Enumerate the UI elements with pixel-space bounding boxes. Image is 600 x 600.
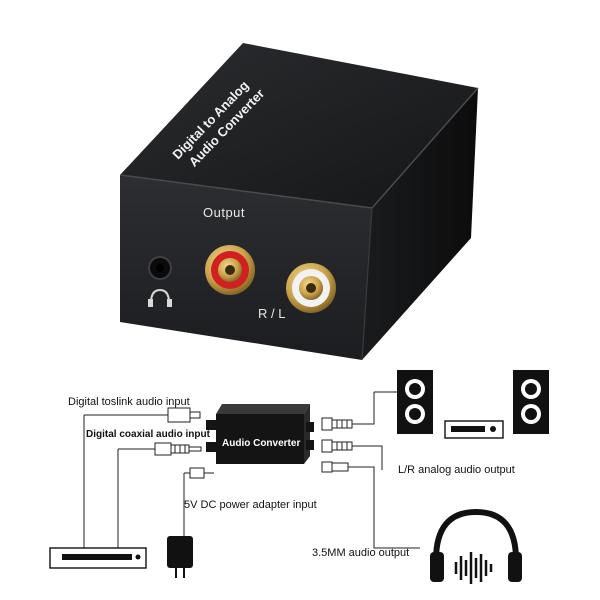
converter-box: Digital to Analog Audio Converter Output <box>119 43 479 361</box>
power-plug <box>184 467 214 479</box>
box-side-face <box>362 88 478 360</box>
coaxial-plug <box>154 442 202 456</box>
toslink-label: Digital toslink audio input <box>68 396 190 408</box>
rca-plug-upper <box>321 417 358 431</box>
speaker-icon-right <box>513 370 549 434</box>
amplifier-icon <box>444 420 504 439</box>
speaker-icon-left <box>397 370 433 434</box>
headphones-icon <box>430 508 522 584</box>
box-top-face <box>120 43 478 208</box>
coaxial-label: Digital coaxial audio input <box>86 429 211 440</box>
power-adapter-icon <box>167 536 193 578</box>
power-label: 5V DC power adapter input <box>184 499 317 511</box>
diagram-device-label: Audio Converter <box>222 438 300 449</box>
dvd-player-icon <box>49 547 147 569</box>
headphone-output-label: 3.5MM audio output <box>312 547 409 559</box>
rca-jack-red <box>205 245 255 295</box>
mini-jack-plug <box>321 461 358 473</box>
channel-label: R / L <box>258 306 285 321</box>
headphone-icon <box>148 288 172 307</box>
diagram-converter: Audio Converter <box>206 404 314 464</box>
connection-diagram: Digital toslink audio input Digital coax… <box>49 370 549 584</box>
output-label: Output <box>203 205 245 220</box>
rca-jack-white <box>286 263 336 313</box>
rca-plug-lower <box>321 439 358 453</box>
toslink-plug <box>167 407 191 423</box>
analog-label: L/R analog audio output <box>398 464 515 476</box>
